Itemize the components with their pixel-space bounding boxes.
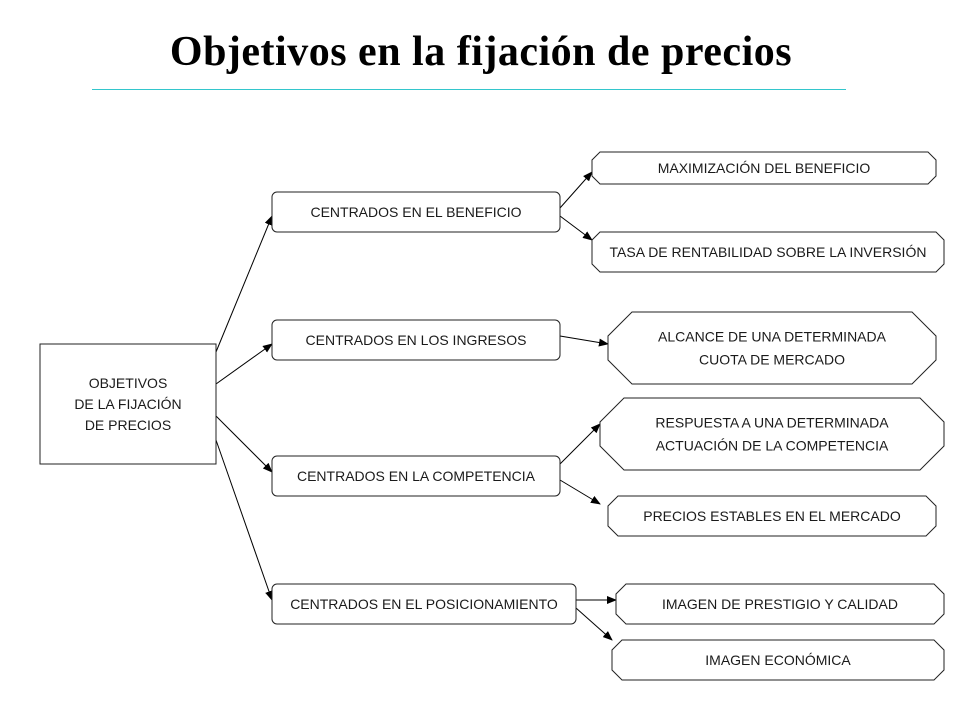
node-label: MAXIMIZACIÓN DEL BENEFICIO (658, 160, 871, 176)
category-box (271, 455, 561, 497)
connector-arrow (215, 215, 273, 353)
category-box (271, 319, 561, 361)
node-label: PRECIOS ESTABLES EN EL MERCADO (643, 508, 901, 524)
diagram-nodes: OBJETIVOS DE LA FIJACIÓN DE PRECIOS CENTRAD… (39, 151, 945, 681)
node-label: ACTUACIÓN DE LA COMPETENCIA (656, 438, 889, 454)
category-box (271, 191, 561, 233)
objective-node: IMAGEN DE PRESTIGIO Y CALIDAD (615, 583, 945, 625)
node-label: DE PRECIOS (85, 417, 171, 433)
objective-node: ALCANCE DE UNA DETERMINADA CUOTA DE MERCA… (607, 311, 937, 385)
connector-arrow (215, 343, 273, 385)
connector-arrow (559, 423, 601, 465)
objective-node: MAXIMIZACIÓN DEL BENEFICIO (591, 151, 937, 185)
category-label: CENTRADOS EN EL POSICIONAMIENTO (290, 596, 558, 612)
connector-arrow (559, 215, 593, 241)
objective-node: RESPUESTA A UNA DETERMINADA ACTUACIÓN DE … (599, 397, 945, 471)
node-label: RESPUESTA A UNA DETERMINADA (655, 415, 889, 431)
objective-box (591, 231, 945, 273)
connector-arrow (575, 607, 613, 641)
objective-box (599, 397, 945, 471)
objective-node: TASA DE RENTABILIDAD SOBRE LA INVERSIÓN (591, 231, 945, 273)
node-label: TASA DE RENTABILIDAD SOBRE LA INVERSIÓN (610, 244, 927, 260)
category-box (271, 583, 577, 625)
objective-box (611, 639, 945, 681)
connector-arrow (215, 415, 273, 473)
objective-box (607, 311, 937, 385)
category-label: CENTRADOS EN LA COMPETENCIA (297, 468, 536, 484)
objective-box (615, 583, 945, 625)
root-box (39, 343, 217, 465)
node-label: DE LA FIJACIÓN (74, 396, 181, 412)
category-node: CENTRADOS EN LA COMPETENCIA (271, 455, 561, 497)
node-label: CUOTA DE MERCADO (699, 352, 845, 368)
connector-arrow (559, 335, 609, 347)
category-label: CENTRADOS EN EL BENEFICIO (310, 204, 521, 220)
connector-arrow (215, 439, 273, 601)
connector-arrow (559, 479, 601, 505)
node-label: OBJETIVOS (89, 375, 168, 391)
category-node: CENTRADOS EN EL POSICIONAMIENTO (271, 583, 577, 625)
node-label: IMAGEN DE PRESTIGIO Y CALIDAD (662, 596, 898, 612)
connector-arrow (559, 171, 593, 209)
category-node: CENTRADOS EN LOS INGRESOS (271, 319, 561, 361)
root-node: OBJETIVOS DE LA FIJACIÓN DE PRECIOS (39, 343, 217, 465)
objective-node: IMAGEN ECONÓMICA (611, 639, 945, 681)
connector-arrows (215, 171, 617, 641)
page-title: Objetivos en la fijación de precios (169, 29, 793, 75)
category-label: CENTRADOS EN LOS INGRESOS (306, 332, 527, 348)
objective-box (591, 151, 937, 185)
node-label: ALCANCE DE UNA DETERMINADA (658, 329, 887, 345)
objective-node: PRECIOS ESTABLES EN EL MERCADO (607, 495, 937, 537)
node-label: IMAGEN ECONÓMICA (705, 652, 851, 668)
objective-box (607, 495, 937, 537)
title-underline (92, 89, 846, 90)
category-node: CENTRADOS EN EL BENEFICIO (271, 191, 561, 233)
